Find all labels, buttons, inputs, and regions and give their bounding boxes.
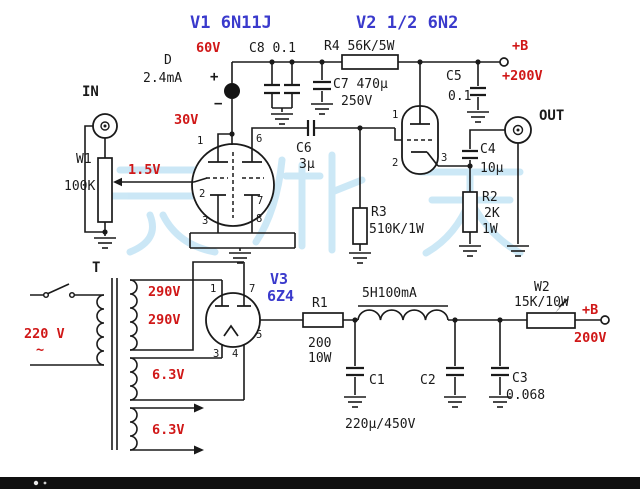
- label-r3-value: 510K/1W: [369, 222, 424, 237]
- pin-v1-2: 2: [199, 188, 205, 200]
- label-r4: R4 56K/5W: [324, 39, 395, 54]
- tube-internals: [208, 106, 439, 337]
- label-290v-b: 290V: [148, 312, 181, 328]
- pin-v3-3: 3: [213, 348, 219, 360]
- pin-v2-3: 3: [441, 152, 447, 164]
- diode-body: [224, 83, 240, 99]
- label-v3-subtitle: 6Z4: [267, 287, 294, 305]
- pin-v1-8: 8: [256, 213, 262, 225]
- label-w1-name: W1: [76, 152, 92, 167]
- jack-centers: [100, 121, 524, 136]
- pin-v3-7: 7: [249, 283, 255, 295]
- label-r2-value: 2K: [484, 206, 500, 221]
- w2-wiper-arrow: [555, 305, 563, 313]
- label-v3-title: V3: [270, 270, 288, 288]
- label-6-3v-b: 6.3V: [152, 422, 185, 438]
- label-ac-tilde: ~: [36, 342, 44, 358]
- label-w2-value: 15K/10W: [514, 295, 569, 310]
- resistor-bodies: [97, 54, 576, 329]
- pin-v3-1: 1: [210, 283, 216, 295]
- v1-tube-body: [191, 143, 275, 227]
- heater-arrow-2: [194, 445, 204, 455]
- label-b-plus-top: +B: [512, 38, 528, 54]
- label-diode-current: 2.4mA: [143, 71, 182, 86]
- label-220v: 220 V: [24, 326, 65, 342]
- b-plus-terminal-top: [499, 57, 509, 67]
- capacitor-plates: [264, 80, 509, 377]
- r1-body: [302, 312, 344, 328]
- pin-v2-2: 2: [392, 157, 398, 169]
- pin-v3-5: 5: [256, 329, 262, 341]
- pin-v1-3: 3: [202, 215, 208, 227]
- label-r1-name: R1: [312, 296, 328, 311]
- pin-v1-6: 6: [256, 133, 262, 145]
- junction-dots: [102, 59, 503, 323]
- label-in-port: IN: [82, 84, 99, 100]
- label-c3-value: 0.068: [506, 388, 545, 403]
- w2-body: [526, 312, 576, 329]
- winding-coils: [96, 279, 449, 451]
- label-200v-bottom: 200V: [574, 330, 607, 346]
- label-r2-name: R2: [482, 190, 498, 205]
- label-b-plus-bottom: +B: [582, 302, 598, 318]
- label-c1-name: C1: [369, 373, 385, 388]
- label-diode-name: D: [164, 53, 172, 68]
- label-r1-watt: 10W: [308, 351, 332, 366]
- label-c2-name: C2: [420, 373, 436, 388]
- label-out-port: OUT: [539, 108, 564, 124]
- r2-body: [462, 191, 478, 233]
- switch-blade: [46, 283, 70, 295]
- label-choke: 5H100mA: [362, 286, 417, 301]
- label-v2-title: V2 1/2 6N2: [356, 13, 458, 33]
- label-w1-value: 100K: [64, 179, 95, 194]
- label-r2-watt: 1W: [482, 222, 498, 237]
- label-290v-a: 290V: [148, 284, 181, 300]
- bottom-bar: [0, 477, 640, 489]
- label-c7-value: 250V: [341, 94, 372, 109]
- b-plus-terminal-bottom: [600, 315, 610, 325]
- label-diode-plus: +: [210, 69, 218, 85]
- label-30v: 30V: [174, 112, 198, 128]
- label-c1-value: 220μ/450V: [345, 417, 416, 432]
- label-c3-name: C3: [512, 371, 528, 386]
- label-c8: C8 0.1: [249, 41, 296, 56]
- label-r3-name: R3: [371, 205, 387, 220]
- bottom-section-wires: [30, 261, 601, 451]
- pin-v1-7: 7: [257, 195, 263, 207]
- label-c6-value: 3μ: [299, 157, 315, 172]
- label-1-5v: 1.5V: [128, 162, 161, 178]
- w1-body: [97, 157, 113, 223]
- label-r1-value: 200: [308, 336, 331, 351]
- label-c5-name: C5: [446, 69, 462, 84]
- pin-v2-1: 1: [392, 109, 398, 121]
- heater-arrow-1: [194, 403, 204, 413]
- pin-v1-1: 1: [197, 135, 203, 147]
- label-diode-minus: −: [214, 96, 222, 112]
- arrows: [113, 177, 563, 455]
- label-c5-value: 0.1: [448, 89, 471, 104]
- label-c4-value: 10μ: [480, 161, 504, 176]
- label-200v-top: +200V: [502, 68, 543, 84]
- label-transformer: T: [92, 260, 100, 276]
- w1-wiper-arrow: [113, 177, 122, 187]
- label-w2-name: W2: [534, 280, 550, 295]
- r3-body: [352, 207, 368, 245]
- v3-tube-body: [205, 292, 261, 348]
- grid-dashes: [206, 139, 433, 218]
- label-6-3v-a: 6.3V: [152, 367, 185, 383]
- label-60v: 60V: [196, 40, 220, 56]
- label-c7-name: C7 470μ: [333, 77, 388, 92]
- pin-v3-4: 4: [232, 348, 238, 360]
- label-c4-name: C4: [480, 142, 496, 157]
- label-c6-name: C6: [296, 141, 312, 156]
- label-v1-title: V1 6N11J: [190, 13, 272, 33]
- wires: [30, 61, 601, 451]
- r4-body: [341, 54, 399, 70]
- power-switch-contacts: [42, 291, 76, 299]
